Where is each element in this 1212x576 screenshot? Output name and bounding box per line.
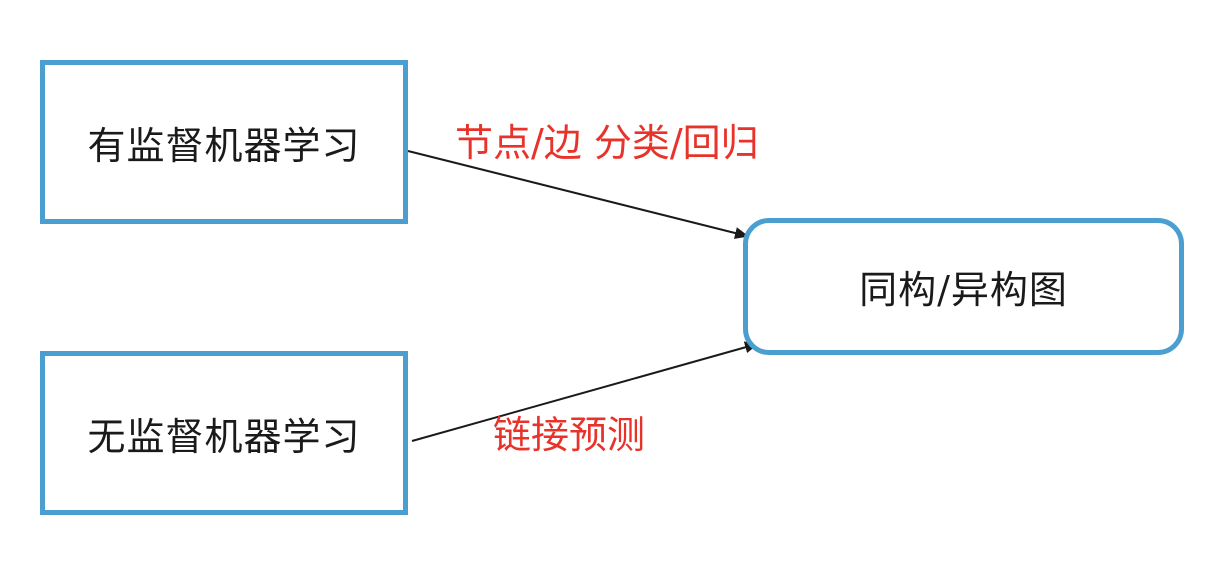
- node-supervised-learning: 有监督机器学习: [40, 60, 408, 224]
- edge-label-supervised: 节点/边 分类/回归: [455, 121, 759, 165]
- edge-label-unsupervised: 链接预测: [493, 413, 646, 457]
- node-unsupervised-label: 无监督机器学习: [87, 414, 361, 459]
- node-unsupervised-learning: 无监督机器学习: [40, 351, 408, 515]
- node-supervised-label: 有监督机器学习: [87, 123, 361, 168]
- edge-arrow-supervised-to-graph: [407, 150, 749, 239]
- node-graph: 同构/异构图: [743, 218, 1184, 355]
- edge-arrow-unsupervised-to-graph: [411, 341, 759, 442]
- node-graph-label: 同构/异构图: [859, 268, 1068, 312]
